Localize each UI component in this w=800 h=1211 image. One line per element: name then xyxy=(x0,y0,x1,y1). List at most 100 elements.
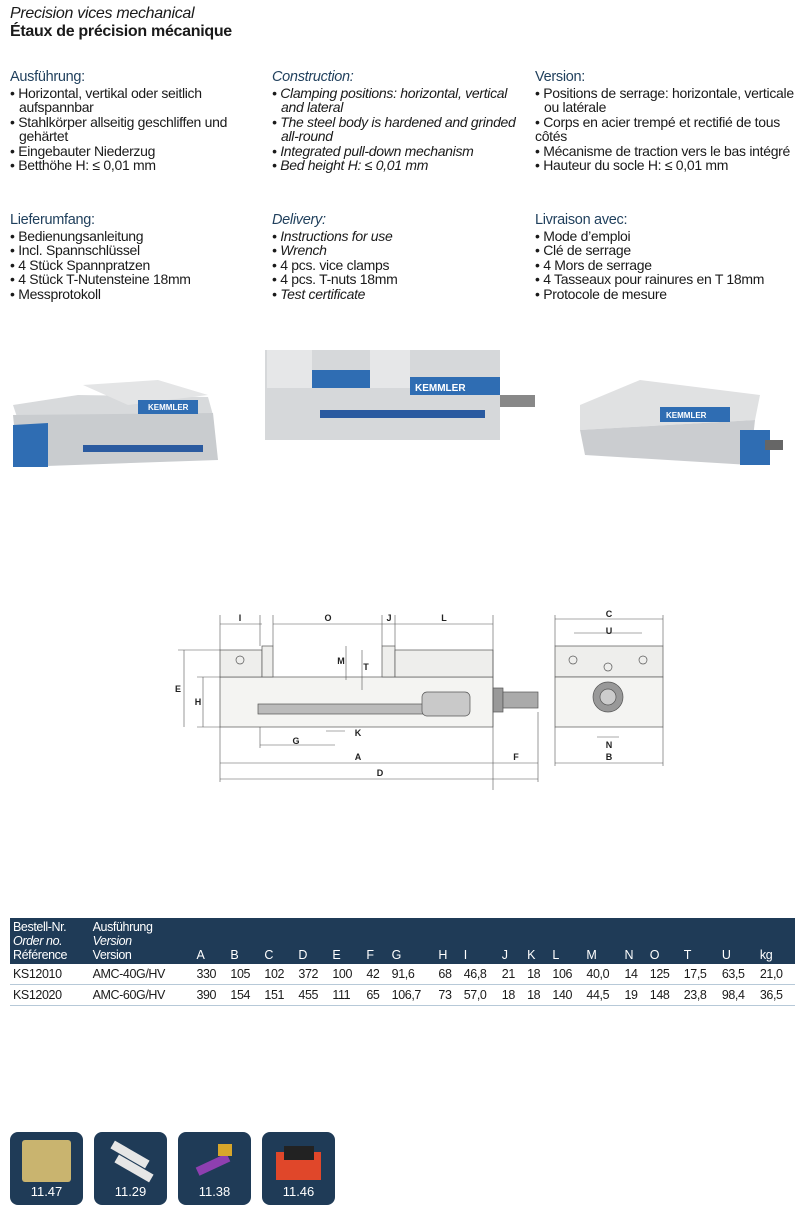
table-cell: 63,5 xyxy=(718,964,757,985)
column-header: G xyxy=(391,948,402,962)
column-header: I xyxy=(463,948,467,962)
list-item: Protocole de mesure xyxy=(535,286,800,302)
table-cell: 390 xyxy=(193,984,228,1006)
table-cell: 151 xyxy=(261,984,296,1006)
dim-label: O xyxy=(324,613,331,623)
heading: Version: xyxy=(535,69,585,85)
heading: Lieferumfang: xyxy=(10,212,95,228)
table-cell: AMC-60G/HV xyxy=(89,984,194,1006)
list-item: Integrated pull-down mechanism xyxy=(272,143,522,159)
list-item: Instructions for use xyxy=(272,228,522,244)
list-item: 4 Stück T-Nutensteine 18mm xyxy=(10,272,260,287)
vise-photo-left: KEMMLER xyxy=(13,380,218,467)
dim-label: E xyxy=(175,684,181,694)
brand-logo: KEMMLER xyxy=(148,403,189,412)
table-cell: 102 xyxy=(261,964,296,985)
table-cell: 36,5 xyxy=(756,984,795,1006)
column-header: B xyxy=(230,948,239,962)
list-item: 4 Mors de serrage xyxy=(535,257,800,273)
accessory-card[interactable]: 11.29 xyxy=(94,1132,167,1205)
table-cell: 125 xyxy=(646,964,681,985)
table-cell: 44,5 xyxy=(583,984,622,1006)
table-cell: 65 xyxy=(363,984,389,1006)
column-header: A xyxy=(196,948,205,962)
column-header: K xyxy=(527,948,536,962)
delivery-en: Delivery: Instructions for useWrench4 pc… xyxy=(272,213,522,301)
list-item: Clamping positions: horizontal, vertical… xyxy=(272,85,522,115)
clamp-icon xyxy=(190,1140,239,1182)
heading: Construction: xyxy=(272,69,354,85)
table-cell: 91,6 xyxy=(388,964,436,985)
technical-drawing: I O J L M T E H K G A F D C U N B xyxy=(175,609,664,790)
accessory-card[interactable]: 11.38 xyxy=(178,1132,251,1205)
jaws-icon xyxy=(106,1140,155,1183)
list-item: Positions de serrage: horizontale, verti… xyxy=(535,85,795,115)
dim-label: N xyxy=(606,740,613,750)
vise-photo-center: KEMMLER xyxy=(265,350,535,440)
accessory-card[interactable]: 11.47 xyxy=(10,1132,83,1205)
accessory-ref: 11.38 xyxy=(198,1184,231,1199)
features-de: Ausführung: Horizontal, vertikal oder se… xyxy=(10,70,260,173)
list-item: 4 pcs. T-nuts 18mm xyxy=(272,272,522,287)
dim-label: A xyxy=(355,752,362,762)
list-item: Eingebauter Niederzug xyxy=(10,143,260,159)
dim-label: M xyxy=(337,656,345,666)
column-header: D xyxy=(298,948,308,962)
dim-label: G xyxy=(292,736,299,746)
table-cell: 100 xyxy=(329,964,364,985)
list-item: 4 Stück Spannpratzen xyxy=(10,257,260,273)
table-cell: 111 xyxy=(329,984,364,1006)
column-header: H xyxy=(438,948,448,962)
dim-label: U xyxy=(606,626,613,636)
table-cell: AMC-40G/HV xyxy=(89,964,194,985)
heading: Delivery: xyxy=(272,212,326,228)
table-cell: 57,0 xyxy=(460,984,499,1006)
table-cell: 330 xyxy=(193,964,228,985)
list-item: Test certificate xyxy=(272,286,522,302)
table-cell: 98,4 xyxy=(718,984,757,1006)
table-cell: 73 xyxy=(435,984,461,1006)
features-en: Construction: Clamping positions: horizo… xyxy=(272,70,522,173)
column-header: kg xyxy=(759,948,773,962)
dim-label: K xyxy=(355,728,362,738)
table-cell: 14 xyxy=(621,964,647,985)
column-header: M xyxy=(586,948,597,962)
table-cell: 18 xyxy=(524,984,550,1006)
dim-label: F xyxy=(513,752,519,762)
box-icon xyxy=(22,1140,71,1182)
column-header: J xyxy=(501,948,508,962)
table-cell: KS12010 xyxy=(10,964,90,985)
list-item: The steel body is hardened and grinded a… xyxy=(272,114,522,144)
list-item: Bed height H: ≤ 0,01 mm xyxy=(272,158,522,173)
table-cell: 455 xyxy=(295,984,330,1006)
table-cell: 140 xyxy=(549,984,584,1006)
list-item: Incl. Spannschlüssel xyxy=(10,243,260,258)
table-cell: 17,5 xyxy=(680,964,719,985)
table-cell: 21,0 xyxy=(756,964,795,985)
table-cell: 68 xyxy=(435,964,461,985)
table-cell: 18 xyxy=(524,964,550,985)
accessory-ref: 11.46 xyxy=(282,1184,315,1199)
column-header: F xyxy=(366,948,374,962)
list-item: Clé de serrage xyxy=(535,243,800,258)
table-cell: 19 xyxy=(621,984,647,1006)
dim-label: C xyxy=(606,609,613,619)
column-header: L xyxy=(552,948,559,962)
column-header: Bestell-Nr.Order no.Référence xyxy=(13,920,68,962)
table-cell: 106 xyxy=(549,964,584,985)
table-cell: 105 xyxy=(227,964,262,985)
column-header: U xyxy=(721,948,731,962)
accessory-card[interactable]: 11.46 xyxy=(262,1132,335,1205)
dim-label: H xyxy=(195,697,202,707)
list-item: 4 Tasseaux pour rainures en T 18mm xyxy=(535,272,800,287)
column-header: O xyxy=(649,948,660,962)
dim-label: I xyxy=(239,613,242,623)
dim-label: J xyxy=(386,613,391,623)
dim-label: B xyxy=(606,752,613,762)
features-fr: Version: Positions de serrage: horizonta… xyxy=(535,70,795,173)
column-header: T xyxy=(683,948,692,962)
table-cell: 372 xyxy=(295,964,330,985)
heading: Ausführung: xyxy=(10,69,85,85)
